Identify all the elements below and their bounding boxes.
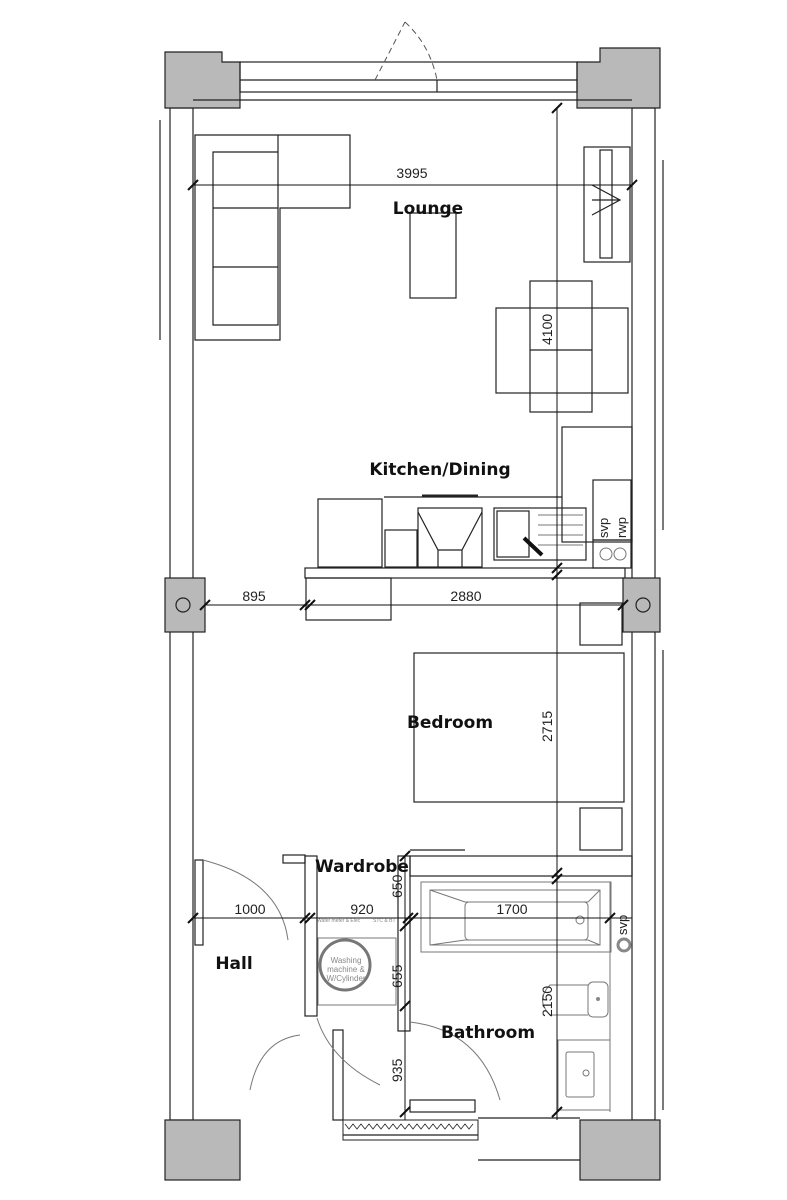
washing-machine-label: W/Cylinder — [326, 974, 365, 983]
room-labels: Lounge Kitchen/Dining Bedroom Wardrobe H… — [215, 199, 535, 1043]
washing-machine: Washing machine & W/Cylinder Water meter… — [317, 918, 397, 1006]
room-label-kitchen: Kitchen/Dining — [369, 460, 510, 480]
bed — [413, 652, 625, 803]
coffee-table — [409, 212, 457, 299]
dim-bedroom-depth: 2715 — [539, 711, 555, 742]
washing-machine-label: machine & — [327, 965, 365, 974]
sink — [493, 507, 587, 561]
boiler-icon — [599, 547, 613, 561]
dim-cupboard-depth: 655 — [389, 964, 405, 988]
dim-bedroom-width: 2880 — [450, 588, 481, 604]
dimension-lines — [187, 102, 638, 1120]
room-label-hall: Hall — [215, 954, 252, 974]
dim-bath-length: 1700 — [496, 901, 527, 917]
dim-hall-offset: 895 — [242, 588, 266, 604]
dining-table — [495, 280, 629, 413]
balcony-window — [193, 21, 632, 101]
column-circle-icon — [175, 597, 191, 613]
water-meter-label: Water meter & Elec — [317, 918, 361, 924]
sofa — [194, 134, 351, 341]
column-right — [622, 577, 661, 633]
entrance-door — [194, 854, 306, 946]
dim-wardrobe-width: 920 — [350, 901, 374, 917]
kitchen-rwp-label: rwp — [614, 517, 629, 538]
dim-bathroom-depth: 2150 — [539, 986, 555, 1017]
dim-wardrobe-depth: 650 — [389, 874, 405, 898]
column-left — [164, 577, 206, 633]
kitchen-svp-label: svp — [596, 518, 611, 538]
stc-bt-label: STC & BT — [373, 918, 396, 924]
room-label-lounge: Lounge — [393, 199, 463, 219]
dim-lounge-depth: 4100 — [539, 314, 555, 345]
washing-machine-label: Washing — [331, 956, 362, 965]
dim-hall-width: 1000 — [234, 901, 265, 917]
room-label-bedroom: Bedroom — [407, 713, 493, 733]
bedside-table — [579, 807, 623, 851]
toilet — [542, 981, 609, 1018]
column-circle-icon — [635, 597, 651, 613]
svp-pipe-icon — [616, 937, 632, 953]
room-label-bathroom: Bathroom — [441, 1023, 535, 1043]
dimension-labels: 3995 4100 895 2880 2715 1000 920 1700 65… — [234, 165, 555, 1082]
dim-hall-depth: 935 — [389, 1058, 405, 1082]
radiator-insulation — [342, 1119, 479, 1141]
room-label-wardrobe: Wardrobe — [315, 857, 409, 877]
kitchen-units: svp rwp — [317, 426, 633, 569]
basin — [557, 1039, 611, 1111]
cooker-hood — [417, 507, 483, 568]
tap-icon — [522, 536, 544, 557]
bedside-table — [579, 602, 623, 646]
columns — [164, 47, 661, 1181]
tv-unit — [583, 146, 631, 263]
bath — [420, 881, 612, 953]
bathroom-svp-label: svp — [615, 915, 630, 935]
dim-lounge-width: 3995 — [396, 165, 427, 181]
